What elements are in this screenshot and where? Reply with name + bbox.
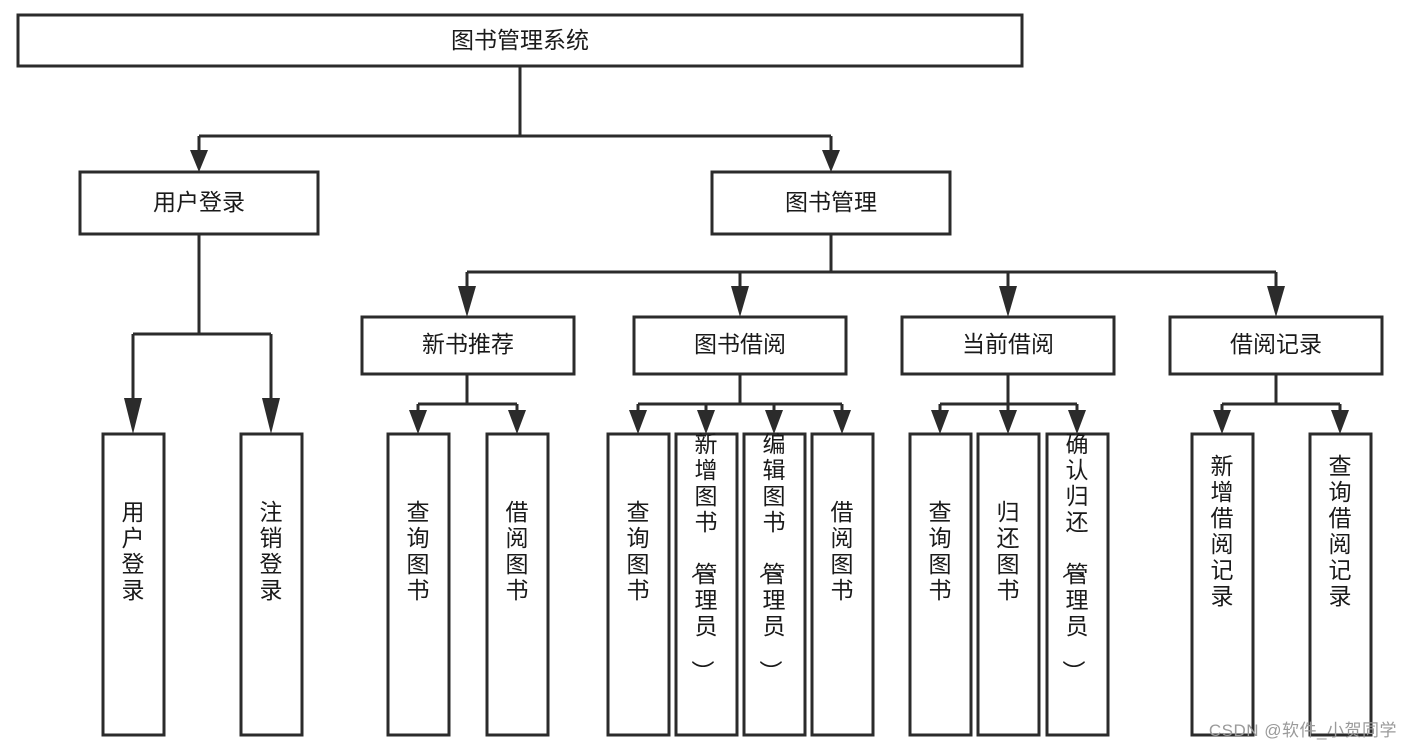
node-book-manage[interactable]: 图书管理 [710, 170, 952, 236]
node-leaf-edit-book-label: 编辑图书（管理员） [758, 431, 786, 683]
node-leaf-confirm-return-label: 确认归还（管理员） [1061, 431, 1089, 683]
node-book-manage-label: 图书管理 [785, 189, 877, 215]
arrowhead-current-borrow [999, 286, 1017, 317]
node-current-borrow-label: 当前借阅 [962, 331, 1054, 357]
arrowhead-leaf-query-book-3 [931, 410, 949, 434]
arrowhead-leaf-borrow-book-2 [833, 410, 851, 434]
arrowhead-book-borrow [731, 286, 749, 317]
node-book-borrow[interactable]: 图书借阅 [632, 315, 848, 376]
node-leaf-confirm-return[interactable]: 确认归还（管理员） [1045, 431, 1110, 737]
arrowhead-new-book-recommend [458, 286, 476, 317]
node-leaf-query-book-1[interactable]: 查询图书 [386, 432, 451, 737]
arrowhead-leaf-edit-book [765, 410, 783, 434]
node-borrow-record-label: 借阅记录 [1230, 331, 1322, 357]
node-leaf-borrow-book-1[interactable]: 借阅图书 [485, 432, 550, 737]
node-leaf-return-book-label: 归还图书 [997, 499, 1020, 603]
node-leaf-query-book-3-label: 查询图书 [929, 499, 952, 603]
node-leaf-borrow-book-1-label: 借阅图书 [506, 499, 529, 603]
node-leaf-add-book-label: 新增图书（管理员） [690, 431, 718, 683]
node-leaf-query-book-1-label: 查询图书 [407, 499, 430, 603]
node-leaf-borrow-book-2[interactable]: 借阅图书 [810, 432, 875, 737]
arrowhead-leaf-confirm-return [1068, 410, 1086, 434]
node-leaf-query-record-label: 查询借阅记录 [1329, 453, 1352, 609]
arrowhead-leaf-add-record [1213, 410, 1231, 434]
node-user-login-label: 用户登录 [153, 189, 245, 215]
node-book-borrow-label: 图书借阅 [694, 331, 786, 357]
node-leaf-query-record[interactable]: 查询借阅记录 [1308, 432, 1373, 737]
arrowhead-leaf-query-record [1331, 410, 1349, 434]
arrowhead-leaf-query-book-1 [409, 410, 427, 434]
node-leaf-logout-login[interactable]: 注销登录 [239, 432, 304, 737]
node-root-label: 图书管理系统 [451, 27, 589, 53]
arrowhead-borrow-record [1267, 286, 1285, 317]
node-leaf-return-book[interactable]: 归还图书 [976, 432, 1041, 737]
node-new-book-recommend[interactable]: 新书推荐 [360, 315, 576, 376]
arrowhead-leaf-return-book [999, 410, 1017, 434]
node-leaf-borrow-book-2-label: 借阅图书 [831, 499, 854, 603]
node-current-borrow[interactable]: 当前借阅 [900, 315, 1116, 376]
edges-layer [124, 66, 1349, 434]
arrowhead-leaf-borrow-book-1 [508, 410, 526, 434]
node-leaf-user-login[interactable]: 用户登录 [101, 432, 166, 737]
node-leaf-edit-book[interactable]: 编辑图书（管理员） [742, 431, 807, 737]
arrowhead-user-login [190, 150, 208, 172]
node-leaf-query-book-3[interactable]: 查询图书 [908, 432, 973, 737]
arrowhead-book-manage [822, 150, 840, 172]
node-root[interactable]: 图书管理系统 [16, 13, 1024, 68]
node-borrow-record[interactable]: 借阅记录 [1168, 315, 1384, 376]
arrowhead-leaf-user-login [124, 398, 142, 434]
node-user-login[interactable]: 用户登录 [78, 170, 320, 236]
node-new-book-recommend-label: 新书推荐 [422, 331, 514, 357]
nodes-layer: 图书管理系统 用户登录 图书管理 新书推荐 图书借阅 当前 [16, 13, 1384, 737]
node-leaf-add-record[interactable]: 新增借阅记录 [1190, 432, 1255, 737]
node-leaf-add-book[interactable]: 新增图书（管理员） [674, 431, 739, 737]
node-leaf-user-login-label: 用户登录 [122, 499, 145, 603]
node-leaf-add-record-label: 新增借阅记录 [1211, 453, 1234, 609]
node-leaf-query-book-2-label: 查询图书 [627, 499, 650, 603]
arrowhead-leaf-query-book-2 [629, 410, 647, 434]
arrowhead-leaf-add-book [697, 410, 715, 434]
arrowhead-leaf-logout-login [262, 398, 280, 434]
node-leaf-logout-login-label: 注销登录 [260, 499, 283, 603]
node-leaf-query-book-2[interactable]: 查询图书 [606, 432, 671, 737]
